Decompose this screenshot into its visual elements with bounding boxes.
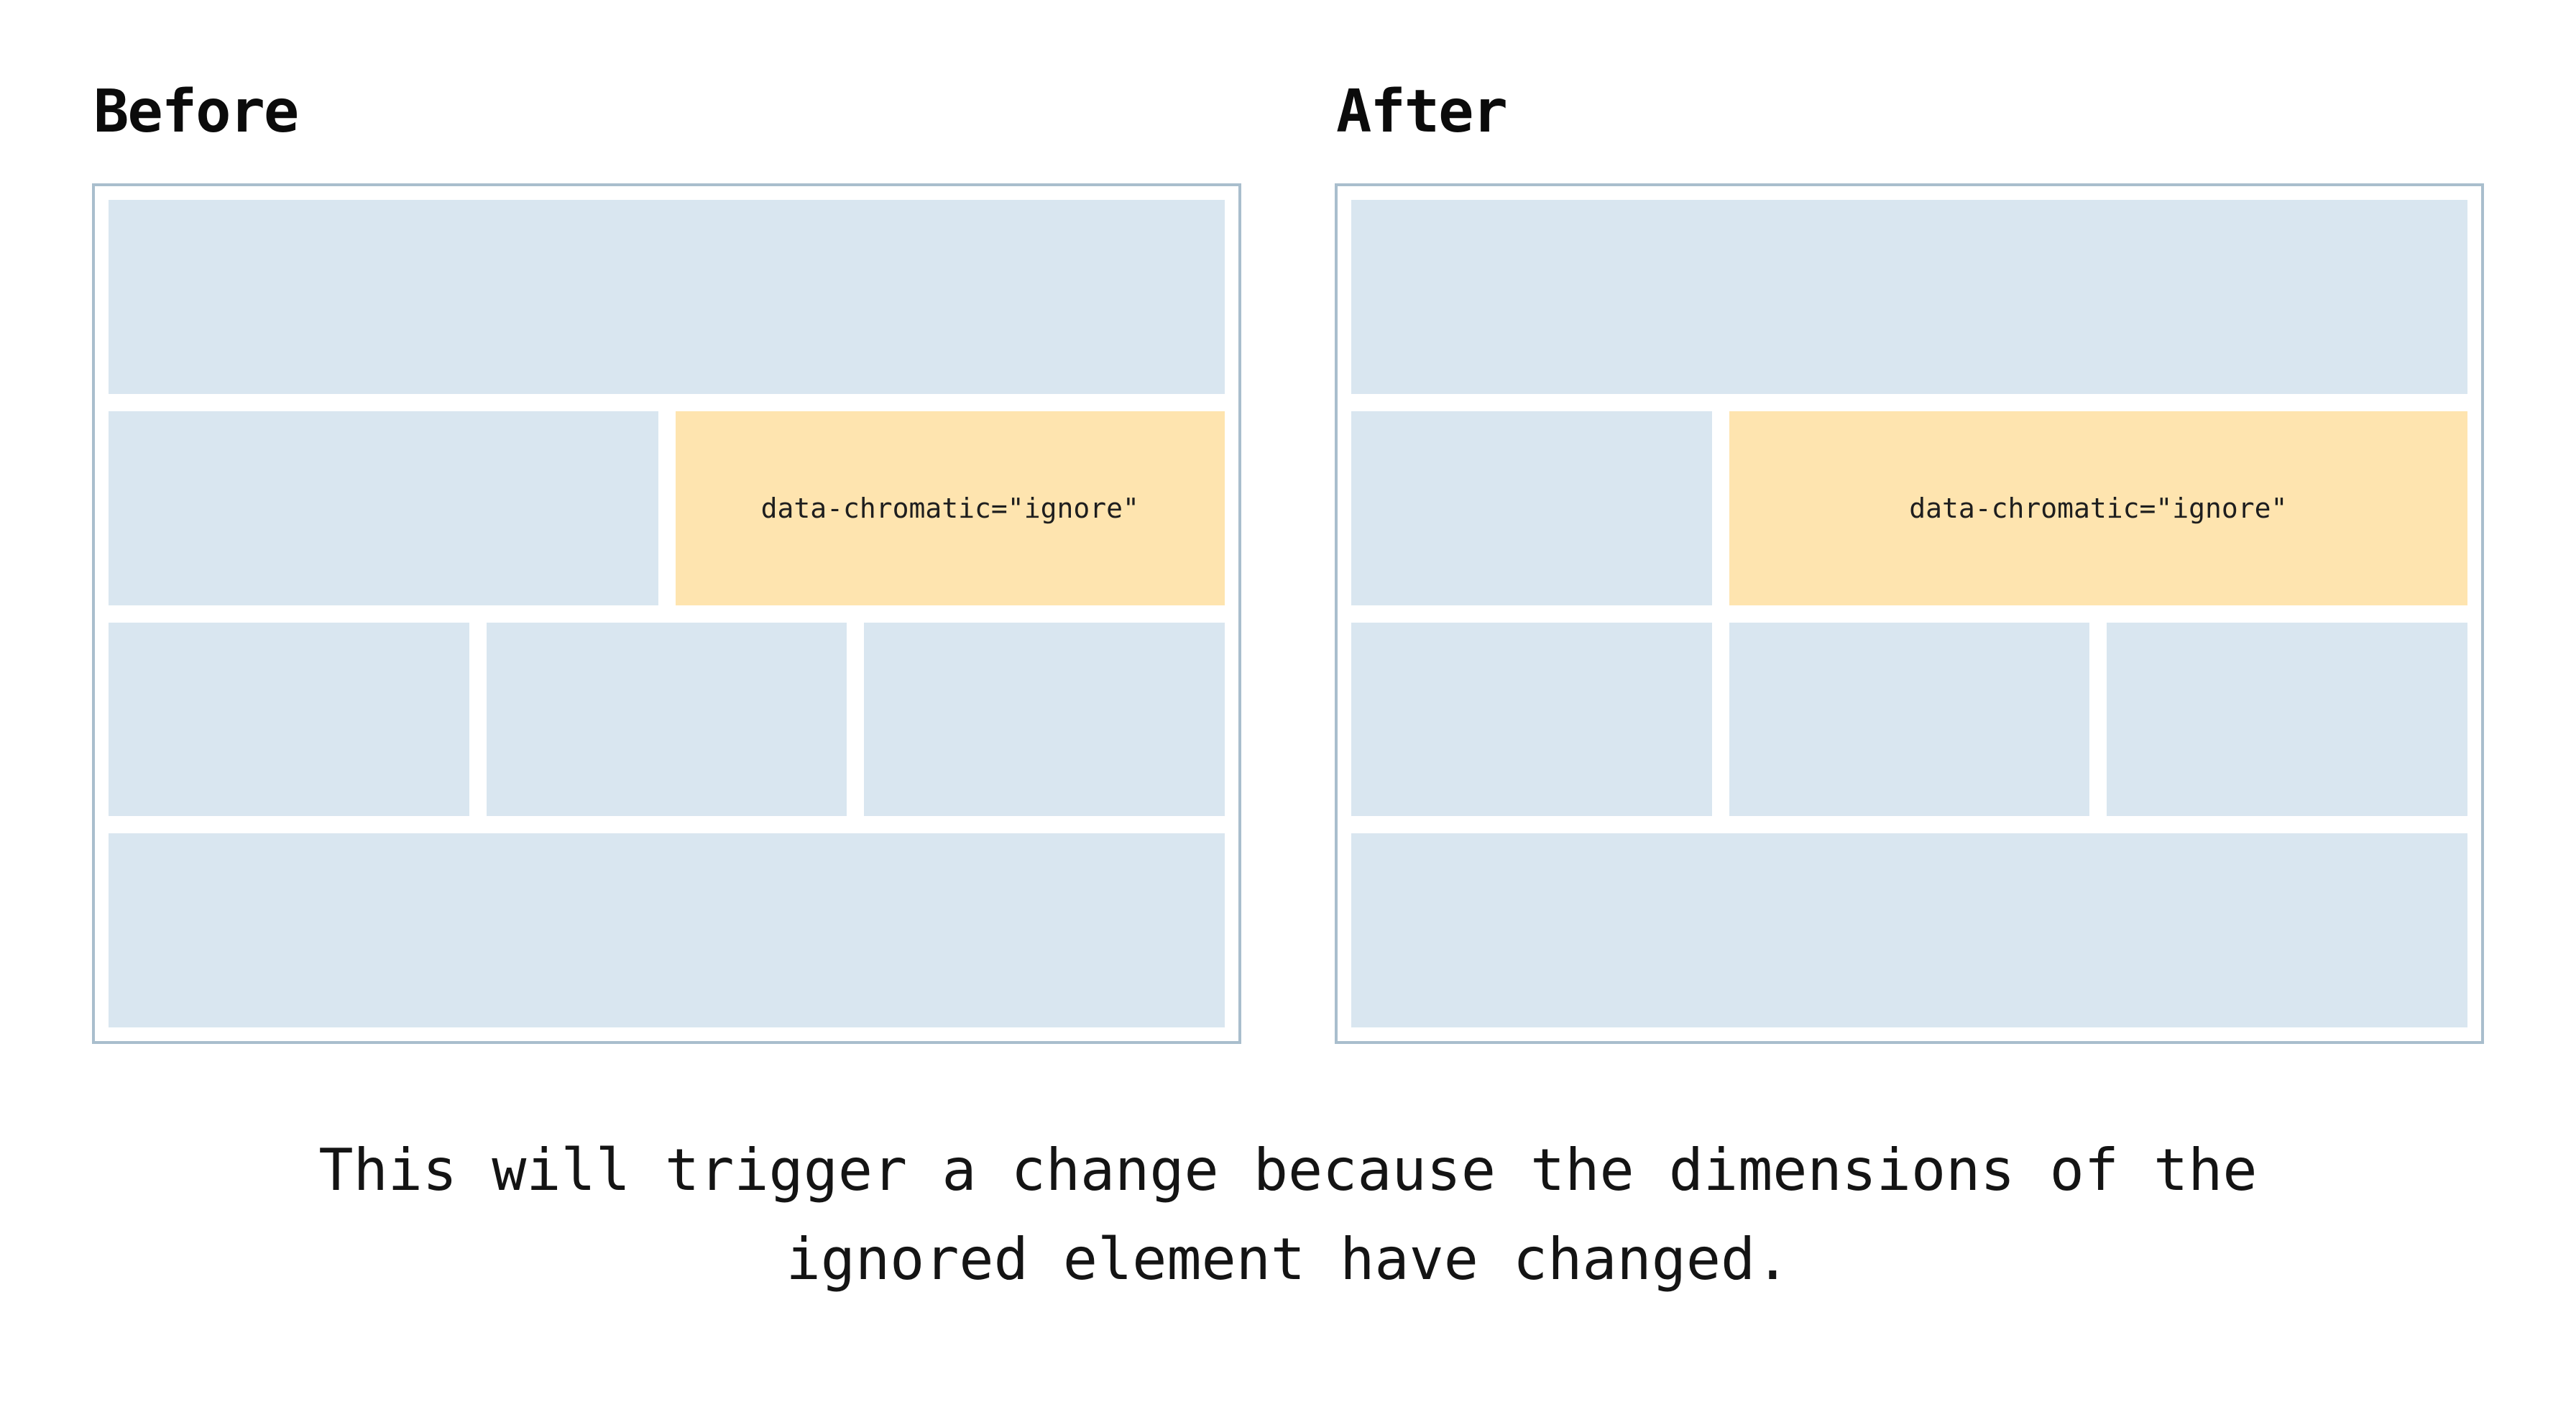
skeleton-card-block: [2107, 622, 2468, 817]
before-row-cards: [109, 622, 1225, 817]
skeleton-card-block: [109, 622, 469, 817]
after-section: After data-chromatic="ignore": [1335, 81, 2484, 1044]
skeleton-footer-block: [109, 833, 1225, 1027]
ignore-attribute-label: data-chromatic="ignore": [760, 492, 1139, 524]
before-row-header: [109, 200, 1225, 394]
after-title: After: [1336, 78, 1508, 146]
caption-line-1: This will trigger a change because the d…: [318, 1137, 2258, 1204]
before-section: Before data-chromatic="ignore": [92, 81, 1241, 1044]
skeleton-header-block: [1351, 200, 2467, 394]
before-story-frame: data-chromatic="ignore": [92, 183, 1241, 1044]
skeleton-content-block: [109, 411, 658, 605]
before-row-split: data-chromatic="ignore": [109, 411, 1225, 605]
before-row-footer: [109, 833, 1225, 1027]
skeleton-card-block: [1351, 622, 1712, 817]
after-row-footer: [1351, 833, 2467, 1027]
after-row-header: [1351, 200, 2467, 394]
after-row-split: data-chromatic="ignore": [1351, 411, 2467, 605]
ignore-attribute-label: data-chromatic="ignore": [1909, 492, 2288, 524]
skeleton-header-block: [109, 200, 1225, 394]
skeleton-card-block: [1729, 622, 2090, 817]
before-after-compare: Before data-chromatic="ignore": [92, 81, 2484, 1044]
skeleton-footer-block: [1351, 833, 2467, 1027]
ignored-element-block: data-chromatic="ignore": [675, 411, 1225, 605]
caption-line-2: ignored element have changed.: [786, 1226, 1790, 1293]
caption: This will trigger a change because the d…: [0, 1126, 2576, 1304]
after-story-frame: data-chromatic="ignore": [1335, 183, 2484, 1044]
skeleton-card-block: [486, 622, 847, 817]
before-title: Before: [93, 78, 299, 146]
skeleton-content-block: [1351, 411, 1712, 605]
skeleton-card-block: [864, 622, 1225, 817]
ignored-element-block: data-chromatic="ignore": [1729, 411, 2467, 605]
after-row-cards: [1351, 622, 2468, 817]
